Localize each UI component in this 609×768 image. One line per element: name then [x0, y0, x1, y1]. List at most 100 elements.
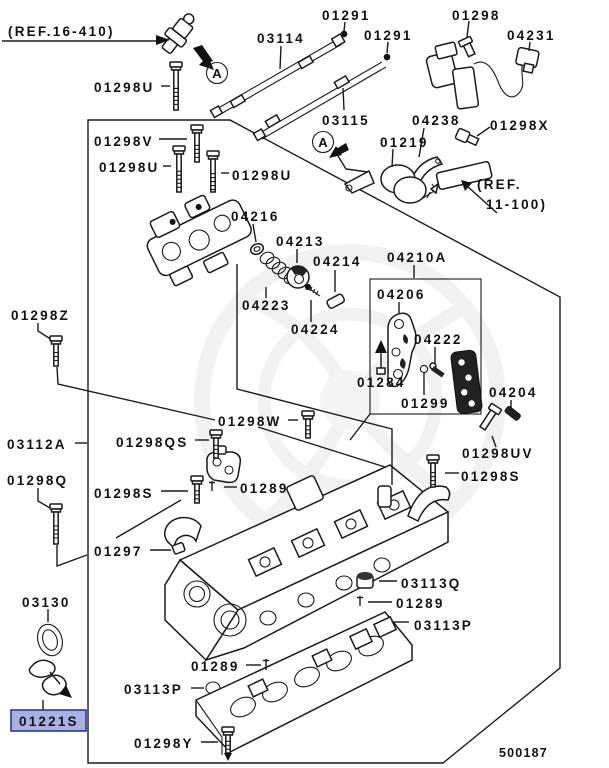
part-label-01291-a[interactable]: 01291: [322, 8, 371, 23]
bolt-icon: [206, 150, 220, 193]
ref-16-410-pointer: [2, 35, 170, 45]
part-label-04213[interactable]: 04213: [276, 234, 325, 249]
part-label-03130[interactable]: 03130: [22, 595, 71, 610]
stud-pin-icon: [357, 596, 363, 606]
part-label-03113Q[interactable]: 03113Q: [401, 576, 462, 591]
part-label-01289-b[interactable]: 01289: [396, 596, 445, 611]
part-label-04216[interactable]: 04216: [231, 209, 280, 224]
part-label-03115[interactable]: 03115: [322, 113, 370, 128]
part-label-01298U-1[interactable]: 01298U: [94, 80, 155, 95]
washer-04216: [249, 242, 265, 256]
sub-assembly-box-04210A: [369, 278, 482, 415]
part-label-01297[interactable]: 01297: [94, 544, 143, 559]
part-label-01289-c[interactable]: 01289: [191, 659, 240, 674]
stud-pin-icon: [263, 659, 269, 670]
part-label-01298S-l[interactable]: 01298S: [94, 486, 154, 501]
part-label-01298Z[interactable]: 01298Z: [11, 308, 70, 323]
part-label-ref-11-100-a[interactable]: (REF.: [477, 177, 522, 192]
bolts-layer: [49, 61, 440, 761]
bolt-icon: [426, 454, 440, 488]
view-marker-a-2: A: [311, 130, 335, 154]
part-label-ref-16-410[interactable]: (REF.16-410): [8, 24, 115, 39]
part-label-01298Y[interactable]: 01298Y: [134, 736, 194, 751]
part-label-01298-top[interactable]: 01298: [452, 8, 501, 23]
part-label-03113P-r[interactable]: 03113P: [414, 618, 473, 633]
part-label-figure-code[interactable]: 500187: [499, 746, 548, 760]
part-label-01298U-3[interactable]: 01298U: [232, 168, 293, 183]
part-label-01298Q[interactable]: 01298Q: [7, 473, 68, 488]
part-label-01291-b[interactable]: 01291: [364, 28, 413, 43]
part-label-01298W[interactable]: 01298W: [218, 414, 281, 429]
svg-text:A: A: [318, 135, 328, 150]
rocker-carrier-assembly: [146, 194, 252, 287]
part-label-01299[interactable]: 01299: [401, 396, 450, 411]
bolt-icon: [172, 145, 186, 193]
bearing-cap-01297: [164, 516, 202, 555]
bolt-icon: [301, 410, 315, 439]
bolt-icon: [49, 335, 63, 367]
part-label-01219[interactable]: 01219: [380, 135, 429, 150]
ignition-coil-04231: [425, 41, 540, 110]
gasket-04206: [387, 312, 417, 388]
seal-01221S: [28, 659, 72, 698]
bearing-cap-ladder: [195, 611, 413, 755]
screw-04224: [304, 283, 321, 297]
part-label-04224[interactable]: 04224: [291, 322, 340, 337]
cylinder-head-assembly: [164, 464, 451, 662]
bolt-01298UV: [478, 402, 503, 431]
part-label-03114[interactable]: 03114: [257, 31, 305, 46]
svg-text:A: A: [212, 66, 222, 81]
bolt-01298-top: [457, 35, 476, 58]
cam-seal-03130: [37, 623, 63, 657]
leader-lines: [37, 20, 531, 743]
part-label-03113P-l[interactable]: 03113P: [124, 682, 183, 697]
adjuster-04213: [286, 265, 310, 289]
plate-04210A-inner: [450, 349, 483, 415]
part-label-01298UV[interactable]: 01298UV: [462, 446, 534, 461]
part-label-04238[interactable]: 04238: [412, 113, 461, 128]
pin-04204: [504, 406, 521, 421]
fuel-rail-03114: [209, 30, 348, 119]
stud-pin-icon: [209, 481, 215, 491]
part-label-01284[interactable]: 01284: [357, 375, 406, 390]
part-label-04231[interactable]: 04231: [507, 28, 556, 43]
selected-part-highlight: [10, 709, 87, 732]
part-label-01298X[interactable]: 01298X: [490, 118, 550, 133]
part-label-01221S[interactable]: 01221S: [19, 714, 79, 729]
part-label-03112A[interactable]: 03112A: [7, 437, 67, 452]
part-label-01298U-2[interactable]: 01298U: [99, 160, 160, 175]
part-label-01298V[interactable]: 01298V: [94, 134, 154, 149]
part-label-01298QS[interactable]: 01298QS: [116, 435, 188, 450]
bolt-04222: [429, 362, 445, 378]
spring-04223: [259, 251, 299, 285]
part-label-01289-a[interactable]: 01289: [240, 481, 289, 496]
part-label-04206[interactable]: 04206: [377, 287, 426, 302]
injector-part: [161, 13, 195, 54]
part-label-04214[interactable]: 04214: [313, 254, 362, 269]
view-a-arrow-top: [193, 45, 214, 70]
fitting-01298X: [454, 127, 480, 147]
part-label-04210A[interactable]: 04210A: [387, 250, 448, 265]
bolt-icon: [221, 726, 235, 761]
fuel-rail-03115: [252, 53, 391, 142]
part-label-04204[interactable]: 04204: [489, 385, 538, 400]
bolt-icon: [169, 61, 183, 111]
ref-11-100-arrow: [461, 180, 498, 214]
part-label-04222[interactable]: 04222: [414, 332, 463, 347]
part-label-04223[interactable]: 04223: [242, 298, 291, 313]
ball-01299: [419, 364, 429, 374]
assembly-boundary-box: [87, 119, 561, 764]
bolt-01284: [375, 340, 387, 375]
cap-03113Q: [356, 572, 374, 589]
bolt-icon: [190, 124, 204, 163]
bolt-icon: [190, 475, 204, 504]
view-marker-a-1: A: [205, 61, 229, 85]
part-label-01298S-r[interactable]: 01298S: [461, 469, 521, 484]
bolt-icon: [209, 429, 223, 459]
labels-layer: (REF.16-410) 01291 01291 01298 04231 03114 012…: [7, 8, 556, 760]
part-label-ref-11-100-b[interactable]: 11-100): [486, 197, 547, 212]
view-a-arrow-bottom: [329, 143, 349, 158]
bolt-icon: [49, 503, 63, 545]
